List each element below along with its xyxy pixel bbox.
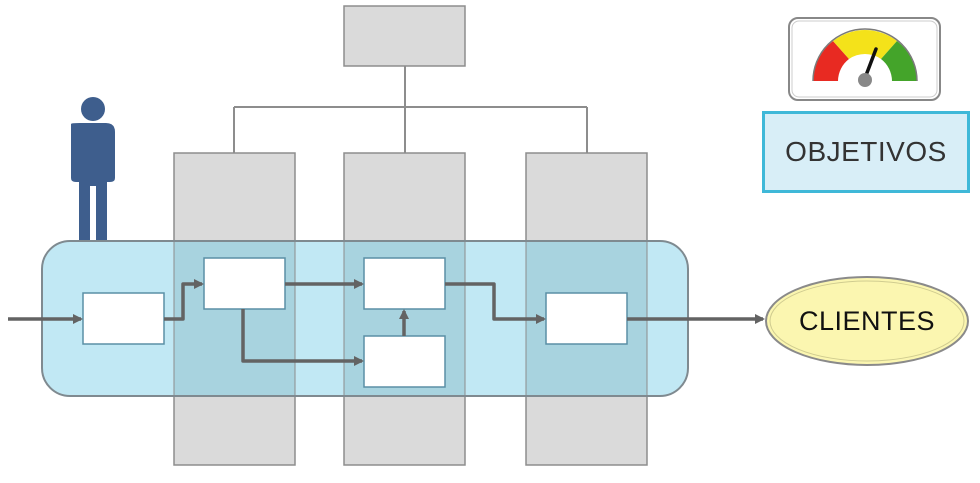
clients-ellipse-inner bbox=[769, 280, 965, 362]
objectives-label: OBJETIVOS bbox=[762, 111, 970, 193]
activity-box-4 bbox=[363, 335, 446, 388]
org-chart-connectors bbox=[233, 66, 588, 153]
activity-box-3 bbox=[363, 257, 446, 310]
activity-box-5 bbox=[545, 292, 628, 345]
activity-box-2 bbox=[203, 257, 286, 310]
arrow-2-to-4 bbox=[241, 309, 364, 366]
activity-box-1 bbox=[82, 292, 165, 345]
flow-arrows bbox=[8, 279, 765, 366]
org-top-box bbox=[343, 5, 466, 67]
arrow-1-to-2 bbox=[164, 279, 204, 321]
gauge-icon bbox=[788, 17, 941, 101]
arrow-3-to-5 bbox=[445, 282, 546, 324]
person-icon bbox=[71, 97, 115, 240]
clients-label: CLIENTES bbox=[798, 305, 936, 336]
clients-ellipse bbox=[765, 276, 969, 366]
